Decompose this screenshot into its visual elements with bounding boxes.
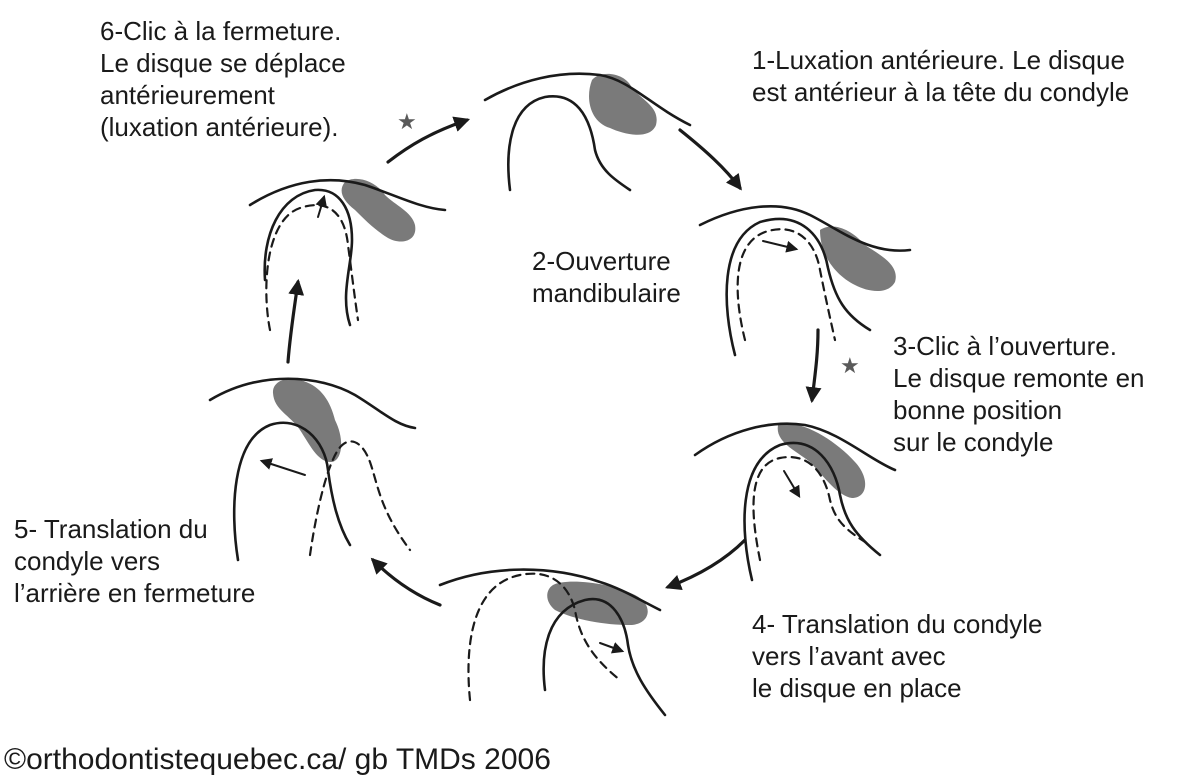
arrow-5-to-6 xyxy=(288,282,298,362)
joint-stage-2 xyxy=(700,206,910,355)
stage-3-line-3: bonne position xyxy=(893,394,1145,426)
stage-6-line-2: Le disque se déplace xyxy=(100,47,346,79)
stage-6-line-4: (luxation antérieure). xyxy=(100,111,346,143)
click-star-opening: ★ xyxy=(840,356,860,378)
stage-3-caption: 3-Clic à l’ouverture. Le disque remonte … xyxy=(893,330,1145,458)
stage-5-line-3: l’arrière en fermeture xyxy=(14,577,255,609)
stage-4-line-3: le disque en place xyxy=(752,672,1043,704)
stage-5-line-1: 5- Translation du xyxy=(14,513,255,545)
stage-5-caption: 5- Translation du condyle vers l’arrière… xyxy=(14,513,255,609)
stage-4-line-2: vers l’avant avec xyxy=(752,640,1043,672)
stage-4-line-1: 4- Translation du condyle xyxy=(752,608,1043,640)
joint-stage-4 xyxy=(440,570,665,715)
click-star-closing: ★ xyxy=(397,112,417,134)
stage-2-line-2: mandibulaire xyxy=(532,277,681,309)
stage-3-line-4: sur le condyle xyxy=(893,426,1145,458)
copyright-credit: ©orthodontistequebec.ca/ gb TMDs 2006 xyxy=(4,742,551,778)
stage-6-line-3: antérieurement xyxy=(100,79,346,111)
stage-5-line-2: condyle vers xyxy=(14,545,255,577)
stage-1-line-1: 1-Luxation antérieure. Le disque xyxy=(752,44,1129,76)
stage-2-caption: 2-Ouverture mandibulaire xyxy=(532,245,681,309)
stage-2-line-1: 2-Ouverture xyxy=(532,245,681,277)
stage-3-line-1: 3-Clic à l’ouverture. xyxy=(893,330,1145,362)
arrow-4-to-5 xyxy=(373,560,440,605)
joint-stage-1 xyxy=(485,74,690,190)
stage-6-line-1: 6-Clic à la fermeture. xyxy=(100,15,346,47)
stage-6-caption: 6-Clic à la fermeture. Le disque se dépl… xyxy=(100,15,346,143)
arrow-1-to-2 xyxy=(680,130,740,188)
arrow-3-to-4 xyxy=(668,540,745,587)
joint-stage-6 xyxy=(250,179,445,330)
stage-4-caption: 4- Translation du condyle vers l’avant a… xyxy=(752,608,1043,704)
arrow-2-to-3 xyxy=(812,330,818,400)
stage-1-line-2: est antérieur à la tête du condyle xyxy=(752,76,1129,108)
stage-1-caption: 1-Luxation antérieure. Le disque est ant… xyxy=(752,44,1129,108)
stage-3-line-2: Le disque remonte en xyxy=(893,362,1145,394)
